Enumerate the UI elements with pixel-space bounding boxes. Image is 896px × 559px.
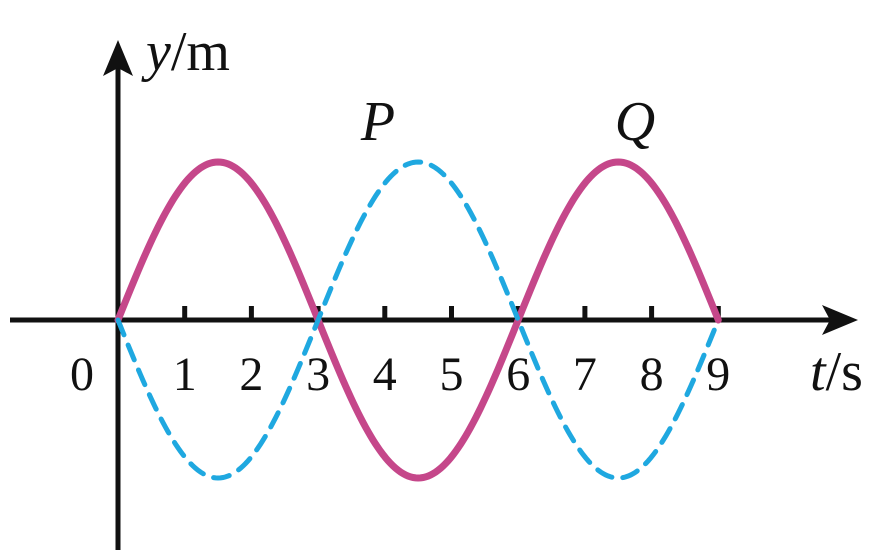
y-axis-label: y/m: [141, 21, 230, 83]
origin-label: 0: [70, 348, 94, 401]
x-tick-label-3: 3: [306, 348, 330, 401]
series-label-p: P: [360, 91, 395, 153]
series-label-q: Q: [615, 91, 655, 153]
x-axis-unit: /s: [826, 341, 863, 403]
x-tick-label-9: 9: [706, 348, 730, 401]
x-axis-label: t/s: [810, 341, 863, 403]
x-axis-var: t: [810, 341, 827, 403]
x-axis-arrow: [822, 305, 858, 335]
x-tick-label-5: 5: [440, 348, 464, 401]
x-tick-label-6: 6: [506, 348, 530, 401]
series-layer: [114, 158, 722, 482]
series-q-curve: [114, 158, 722, 482]
y-axis-unit: /m: [171, 21, 230, 83]
x-tick-label-7: 7: [573, 348, 597, 401]
y-axis-var: y: [141, 21, 171, 83]
x-tick-label-8: 8: [640, 348, 664, 401]
x-tick-label-4: 4: [373, 348, 397, 401]
y-axis-arrow: [103, 40, 133, 76]
x-tick-label-2: 2: [239, 348, 263, 401]
series-p-curve: [115, 159, 721, 481]
axes: [10, 40, 858, 550]
x-tick-label-1: 1: [173, 348, 197, 401]
